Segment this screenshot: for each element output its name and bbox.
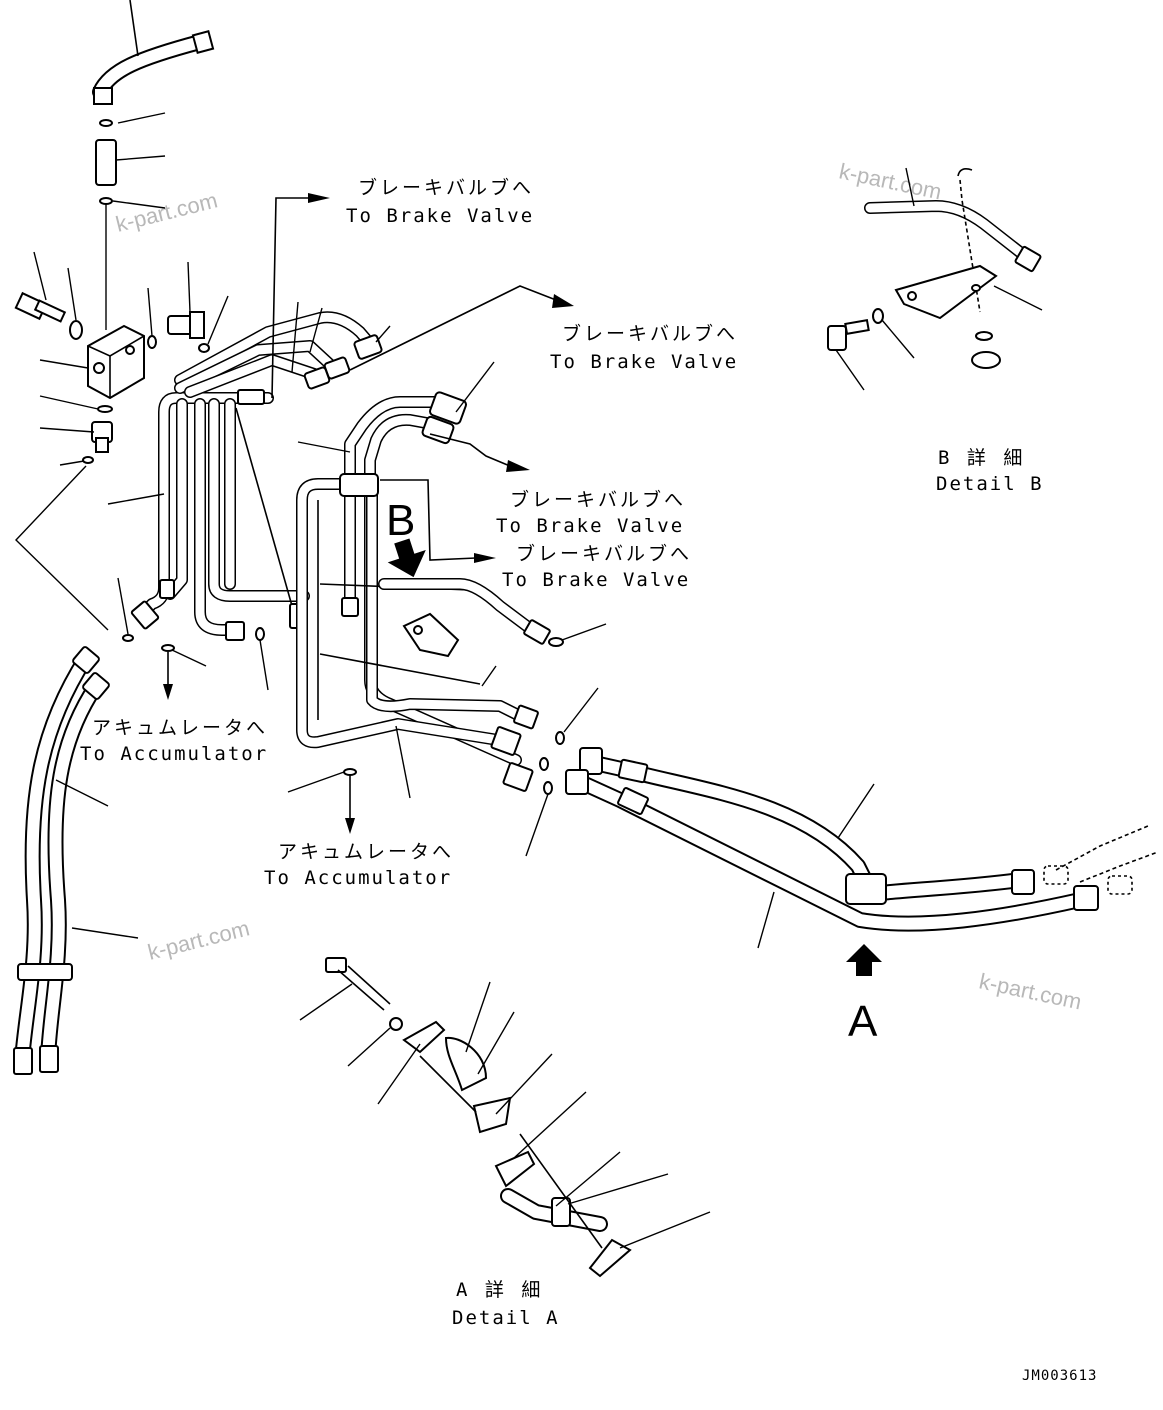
view-b-letter: B [386, 496, 415, 545]
steel-tube-bundle [107, 301, 391, 700]
brake-valve-label-4-jp: ブレーキバルブへ [516, 542, 692, 565]
accumulator-label-1-jp: アキュムレータへ [92, 717, 268, 739]
watermark-1: k-part.com [113, 187, 220, 236]
right-hoses [565, 747, 1159, 949]
watermark-2: k-part.com [837, 158, 944, 204]
watermark-3: k-part.com [145, 915, 252, 964]
detail-a-drawing [299, 957, 711, 1278]
brake-valve-label-1-jp: ブレーキバルブへ [358, 176, 534, 199]
view-a-letter: A [848, 997, 878, 1046]
accumulator-label-2-en: To Accumulator [264, 867, 452, 889]
detail-b-title-jp: B 詳 細 [938, 447, 1025, 469]
detail-b-drawing [827, 167, 1043, 391]
brake-valve-label-3-jp: ブレーキバルブへ [510, 488, 686, 511]
middle-tube-group [287, 361, 607, 857]
detail-a-title-jp: A 詳 細 [456, 1279, 543, 1301]
brake-valve-label-3-en: To Brake Valve [496, 515, 684, 537]
brake-valve-label-4-en: To Brake Valve [502, 569, 690, 591]
watermark-4: k-part.com [977, 968, 1084, 1014]
accumulator-label-1-en: To Accumulator [80, 743, 268, 765]
drawing-code: JM003613 [1022, 1368, 1097, 1384]
detail-b-title-en: Detail B [936, 473, 1044, 495]
labels: ブレーキバルブへ To Brake Valve ブレーキバルブへ To Brak… [80, 176, 1097, 1384]
view-b-marker: B [386, 496, 426, 578]
brake-valve-arrow-top [271, 193, 574, 399]
brake-valve-label-2-en: To Brake Valve [550, 351, 738, 373]
accumulator-label-2-jp: アキュムレータへ [278, 841, 454, 863]
upper-left-valve-assembly [14, 0, 229, 631]
detail-a-title-en: Detail A [452, 1307, 560, 1329]
left-hoses [13, 646, 139, 1075]
brake-valve-label-1-en: To Brake Valve [346, 205, 534, 227]
brake-valve-label-2-jp: ブレーキバルブへ [562, 322, 738, 345]
view-a-marker: A [846, 944, 882, 1046]
